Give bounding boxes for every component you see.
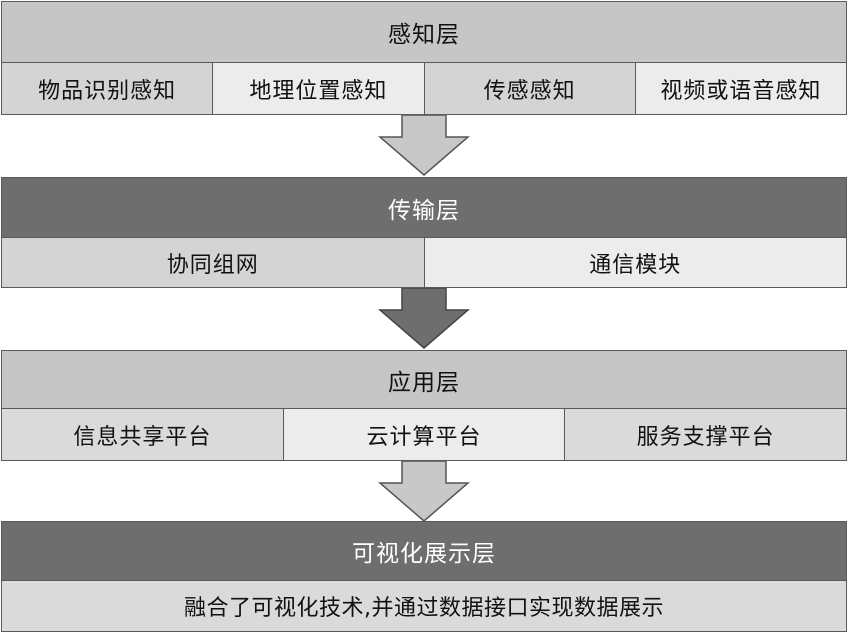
visualization-layer-items: 融合了可视化技术,并通过数据接口实现数据展示 bbox=[1, 581, 847, 632]
application-layer-title: 应用层 bbox=[388, 369, 460, 396]
perception-layer-items: 物品识别感知 地理位置感知 传感感知 视频或语音感知 bbox=[1, 63, 847, 115]
down-arrow-icon bbox=[378, 288, 470, 349]
application-item-cloud-computing: 云计算平台 bbox=[282, 409, 565, 460]
perception-item-object-recognition: 物品识别感知 bbox=[2, 63, 213, 114]
visualization-layer-header: 可视化展示层 bbox=[1, 521, 847, 581]
transport-layer-title: 传输层 bbox=[388, 197, 460, 224]
transport-item-networking: 协同组网 bbox=[2, 238, 424, 287]
transport-layer-header: 传输层 bbox=[1, 177, 847, 238]
application-layer-header: 应用层 bbox=[1, 350, 847, 409]
application-item-service-support: 服务支撑平台 bbox=[564, 409, 847, 460]
visualization-layer-title: 可视化展示层 bbox=[352, 541, 496, 567]
application-layer-items: 信息共享平台 云计算平台 服务支撑平台 bbox=[1, 409, 847, 461]
perception-item-sensor: 传感感知 bbox=[423, 63, 635, 114]
transport-layer-items: 协同组网 通信模块 bbox=[1, 238, 847, 288]
perception-layer-title: 感知层 bbox=[388, 22, 460, 48]
transport-item-communication: 通信模块 bbox=[423, 238, 846, 287]
perception-layer-header: 感知层 bbox=[1, 1, 847, 63]
visualization-item-description: 融合了可视化技术,并通过数据接口实现数据展示 bbox=[2, 581, 846, 631]
application-item-info-sharing: 信息共享平台 bbox=[2, 409, 283, 460]
down-arrow-icon bbox=[378, 115, 470, 176]
perception-item-video-audio: 视频或语音感知 bbox=[634, 63, 846, 114]
down-arrow-icon bbox=[378, 461, 470, 522]
perception-item-geo-location: 地理位置感知 bbox=[212, 63, 424, 114]
